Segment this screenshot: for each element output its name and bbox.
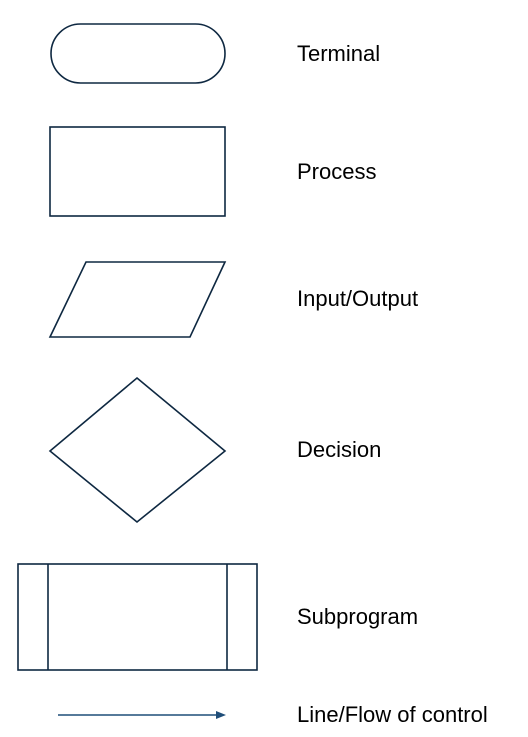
process-symbol	[49, 126, 226, 217]
decision-label: Decision	[297, 437, 382, 462]
flow-line-label: Line/Flow of control	[297, 702, 488, 727]
process-label: Process	[297, 159, 377, 184]
terminal-symbol	[50, 23, 226, 84]
flow-arrowhead	[216, 711, 226, 719]
decision-symbol	[48, 376, 227, 524]
terminal-label: Terminal	[297, 41, 381, 66]
flow-line-symbol	[58, 711, 226, 719]
input-output-label: Input/Output	[297, 286, 419, 311]
input-output-symbol	[48, 261, 227, 338]
subprogram-label: Subprogram	[297, 604, 419, 629]
subprogram-outer-box	[17, 563, 258, 671]
subprogram-symbol	[17, 563, 258, 671]
